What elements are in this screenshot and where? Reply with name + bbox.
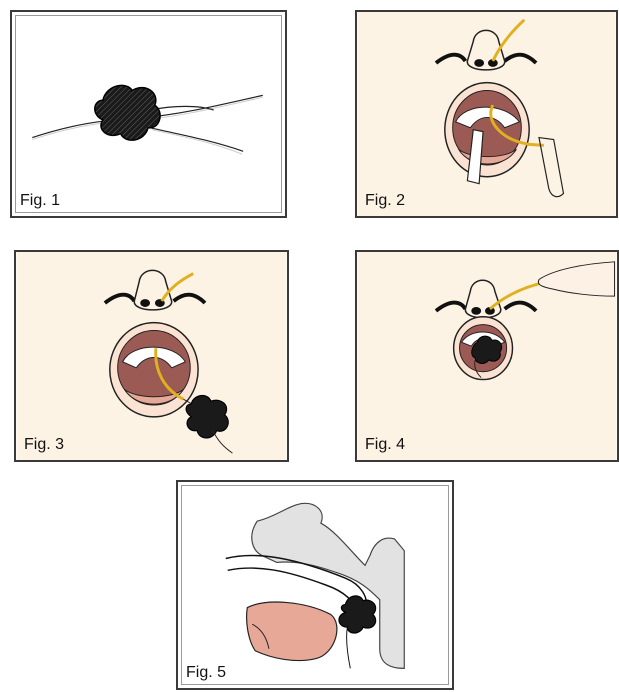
figure-label: Fig. 3 [24, 436, 64, 454]
figure-5-illustration [178, 482, 452, 688]
figure-1-panel: Fig. 1 [10, 10, 287, 218]
figure-3-illustration [16, 252, 287, 460]
figure-5-panel: Fig. 5 [176, 480, 454, 690]
figure-4-panel: Fig. 4 [355, 250, 619, 462]
pack-gauze [95, 85, 160, 140]
figure-label: Fig. 4 [365, 436, 405, 454]
figure-3-panel: Fig. 3 [14, 250, 289, 462]
figure-4-illustration [357, 252, 617, 460]
figure-1-illustration [12, 12, 285, 216]
pack-gauze [339, 596, 376, 633]
figure-2-panel: Fig. 2 [355, 10, 618, 218]
figure-label: Fig. 2 [365, 192, 405, 210]
figure-2-illustration [357, 12, 616, 216]
figure-label: Fig. 1 [20, 192, 60, 210]
tongue [247, 602, 337, 660]
figure-label: Fig. 5 [186, 664, 226, 682]
